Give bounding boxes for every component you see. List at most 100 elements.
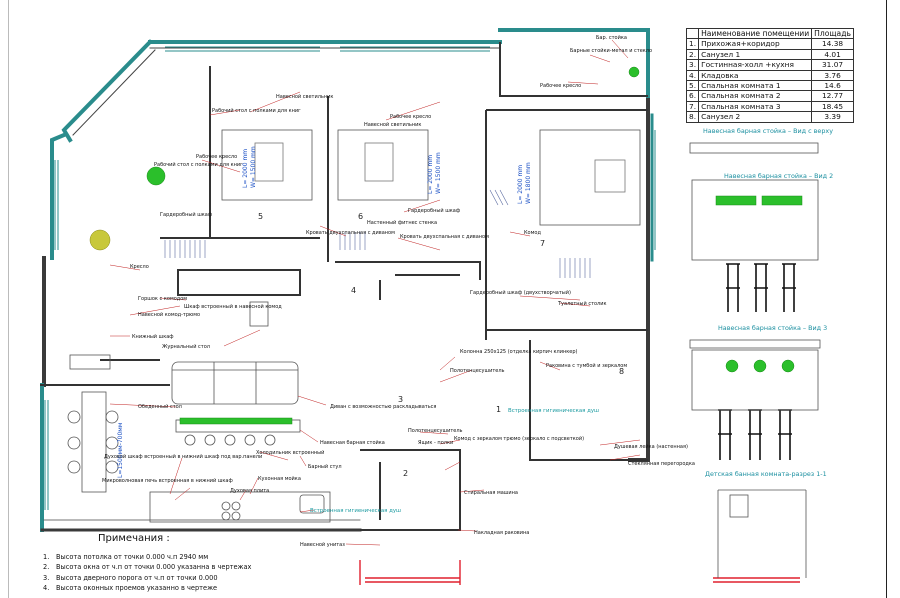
room-number: 6: [358, 212, 363, 221]
label-dresser-mirror: Комод с зеркалом трюмо (зеркало с подсве…: [454, 435, 584, 442]
table-header-name: Наименование помещении: [698, 27, 813, 40]
label-wardrobe-1: Гардеробный шкаф: [160, 211, 212, 218]
label-sink-cabinet: Раковина с тумбой и зеркалом: [546, 362, 627, 369]
sheet-frame-right: [886, 0, 887, 598]
label-cooktop: Духовая плита: [230, 488, 269, 494]
bed-3: [539, 129, 641, 226]
room-area-table: Наименование помещении Площадь 1.Прихожа…: [685, 27, 854, 123]
label-dresser: Комод: [524, 230, 541, 236]
wall-diagonal-inner: [72, 49, 156, 136]
label-work-chair-top: Рабочее кресло: [540, 83, 581, 89]
plants: [89, 66, 803, 425]
label-washing-machine: Стиральная машина: [464, 490, 518, 496]
label-bar-chair: Барный стул: [308, 463, 342, 470]
dim-bed3-w: W= 1800 mm: [525, 162, 532, 204]
label-work-chair-1: Рабочее кресло: [390, 114, 431, 120]
label-glass-partition: Стеклянная перегородка: [628, 461, 695, 467]
bar-stools-view3: [718, 409, 792, 460]
kitchen-counter: [149, 491, 331, 523]
label-fitness-wall: Настенный фитнес стенка: [367, 219, 437, 226]
dimension-labels: L= 2000 mm W= 1500 mm L= 2000 mm W= 1500…: [117, 146, 532, 478]
label-hanging-lamp-1: Навесной светильник: [276, 93, 333, 100]
living-furniture: [67, 301, 331, 523]
dim-bed1-w: W= 1500 mm: [250, 146, 257, 188]
label-column: Колонна 250х125 (отделка кирпич клинкер): [460, 349, 578, 355]
label-bed-double-2: Кровать двухспальная с диваном: [400, 234, 489, 240]
label-hanging-toilet: Навесной унитаз: [300, 541, 345, 548]
label-kitchen-sink: Кухонная мойка: [258, 475, 301, 482]
wall-diagonal: [61, 39, 153, 143]
note-item: 1.Высота потолка от точки 0.000 ч.п 2940…: [43, 553, 209, 561]
view-title-top: Навесная барная стойка – Вид с верху: [703, 127, 833, 135]
label-armchair: Кресло: [130, 264, 149, 270]
label-oven: Духовой шкаф встроенный в нижний шкаф по…: [104, 453, 262, 460]
label-bookshelf: Книжный шкаф: [132, 333, 174, 340]
label-countertop-sink: Накладная раковина: [474, 530, 529, 536]
sheet-frame-left: [8, 0, 9, 598]
room-number: 3: [398, 395, 403, 404]
bookshelf-shape: [69, 354, 111, 370]
windows: [44, 46, 656, 510]
note-item: 4.Высота оконных проемов указанно в черт…: [43, 584, 218, 593]
label-hanging-dresser: Навесной комод-трюмо: [138, 311, 200, 318]
room-number: 8: [619, 367, 624, 376]
label-microwave: Микроволновая печь встроенная в нижний ш…: [102, 477, 233, 484]
label-wardrobe-2: Гардеробный шкаф: [408, 207, 460, 214]
inner-walls: [40, 42, 648, 531]
wardrobe-hatch: [164, 189, 591, 278]
dim-bed1-l: L= 2000 mm: [242, 149, 249, 188]
table-header-area: Площадь: [811, 27, 854, 40]
label-towel-dryer: Полотенцесушитель: [450, 368, 505, 374]
sofa-shape: [171, 361, 299, 405]
dim-bed2-w: W= 1500 mm: [435, 152, 442, 194]
room-number: 2: [403, 469, 408, 478]
note-item: 2.Высота окна от ч.п от точки 0.000 указ…: [43, 563, 252, 572]
note-item: 3.Высота дверного порога от ч.п от точки…: [43, 573, 218, 582]
label-bed-double-1: Кровать двухспальная с диваном: [306, 230, 395, 236]
dim-bed2-l: L= 2000 mm: [427, 155, 434, 194]
bed-2: [337, 129, 429, 201]
wall-west: [50, 132, 67, 260]
label-builtin-fridge: Холодильник встроенный: [256, 449, 324, 456]
label-work-desk-1: Рабочий стол с полками для книг: [212, 107, 301, 114]
coffee-table-shape: [249, 301, 269, 327]
room-numbers: 1 2 3 4 5 6 7 8: [258, 212, 624, 478]
label-sofa: Диван с возможностью раскладываться: [330, 404, 436, 410]
label-toilet-stand: Туалетный столик: [557, 300, 607, 307]
label-bar-counter: Бар. стойка: [596, 34, 627, 41]
dim-bed3-l: L= 2000 mm: [517, 165, 524, 204]
bottom-red-lines: [359, 560, 800, 585]
room-number: 1: [496, 405, 501, 414]
view-title-2: Навесная барная стойка – Вид 2: [724, 172, 834, 180]
view-title-3: Навесная барная стойка – Вид 3: [718, 324, 828, 332]
dining-table-shape: [81, 391, 107, 493]
label-plant-pot: Горшок с комодом: [138, 296, 187, 302]
wall-top-right: [498, 28, 650, 100]
label-dining-table: Обеденный стол: [138, 403, 182, 410]
view-title-section: Детская банная комната-разрез 1-1: [705, 470, 827, 478]
bar-stools-view2: [726, 263, 796, 312]
notes-block: Примечания : 1.Высота потолка от точки 0…: [43, 533, 251, 594]
notes-heading: Примечания :: [98, 533, 170, 544]
dim-table: L=1500мм-700мм: [117, 423, 124, 478]
bed-1: [221, 129, 313, 201]
label-coffee-table: Журнальный стол: [162, 343, 210, 350]
label-shower-tray: Душевая лейка (настенная): [614, 443, 688, 450]
label-bar-stools: Барные стойки-метал и стекло: [570, 47, 652, 54]
label-work-chair-2: Рабочее кресло: [196, 154, 237, 160]
label-hanging-lamp-2: Навесной светильник: [364, 121, 421, 128]
label-towel-dryer-2: Полотенцесушитель: [408, 428, 463, 434]
room-number: 4: [351, 286, 356, 295]
label-builtin-shower-2: Встроенная гигиеническая душ: [508, 408, 599, 414]
label-wardrobe-two-door: Гардеробный шкаф (двухстворчатый): [470, 289, 571, 296]
wall-right: [628, 98, 650, 462]
label-work-desk-2: Рабочий стол с полками для книг: [154, 161, 243, 168]
